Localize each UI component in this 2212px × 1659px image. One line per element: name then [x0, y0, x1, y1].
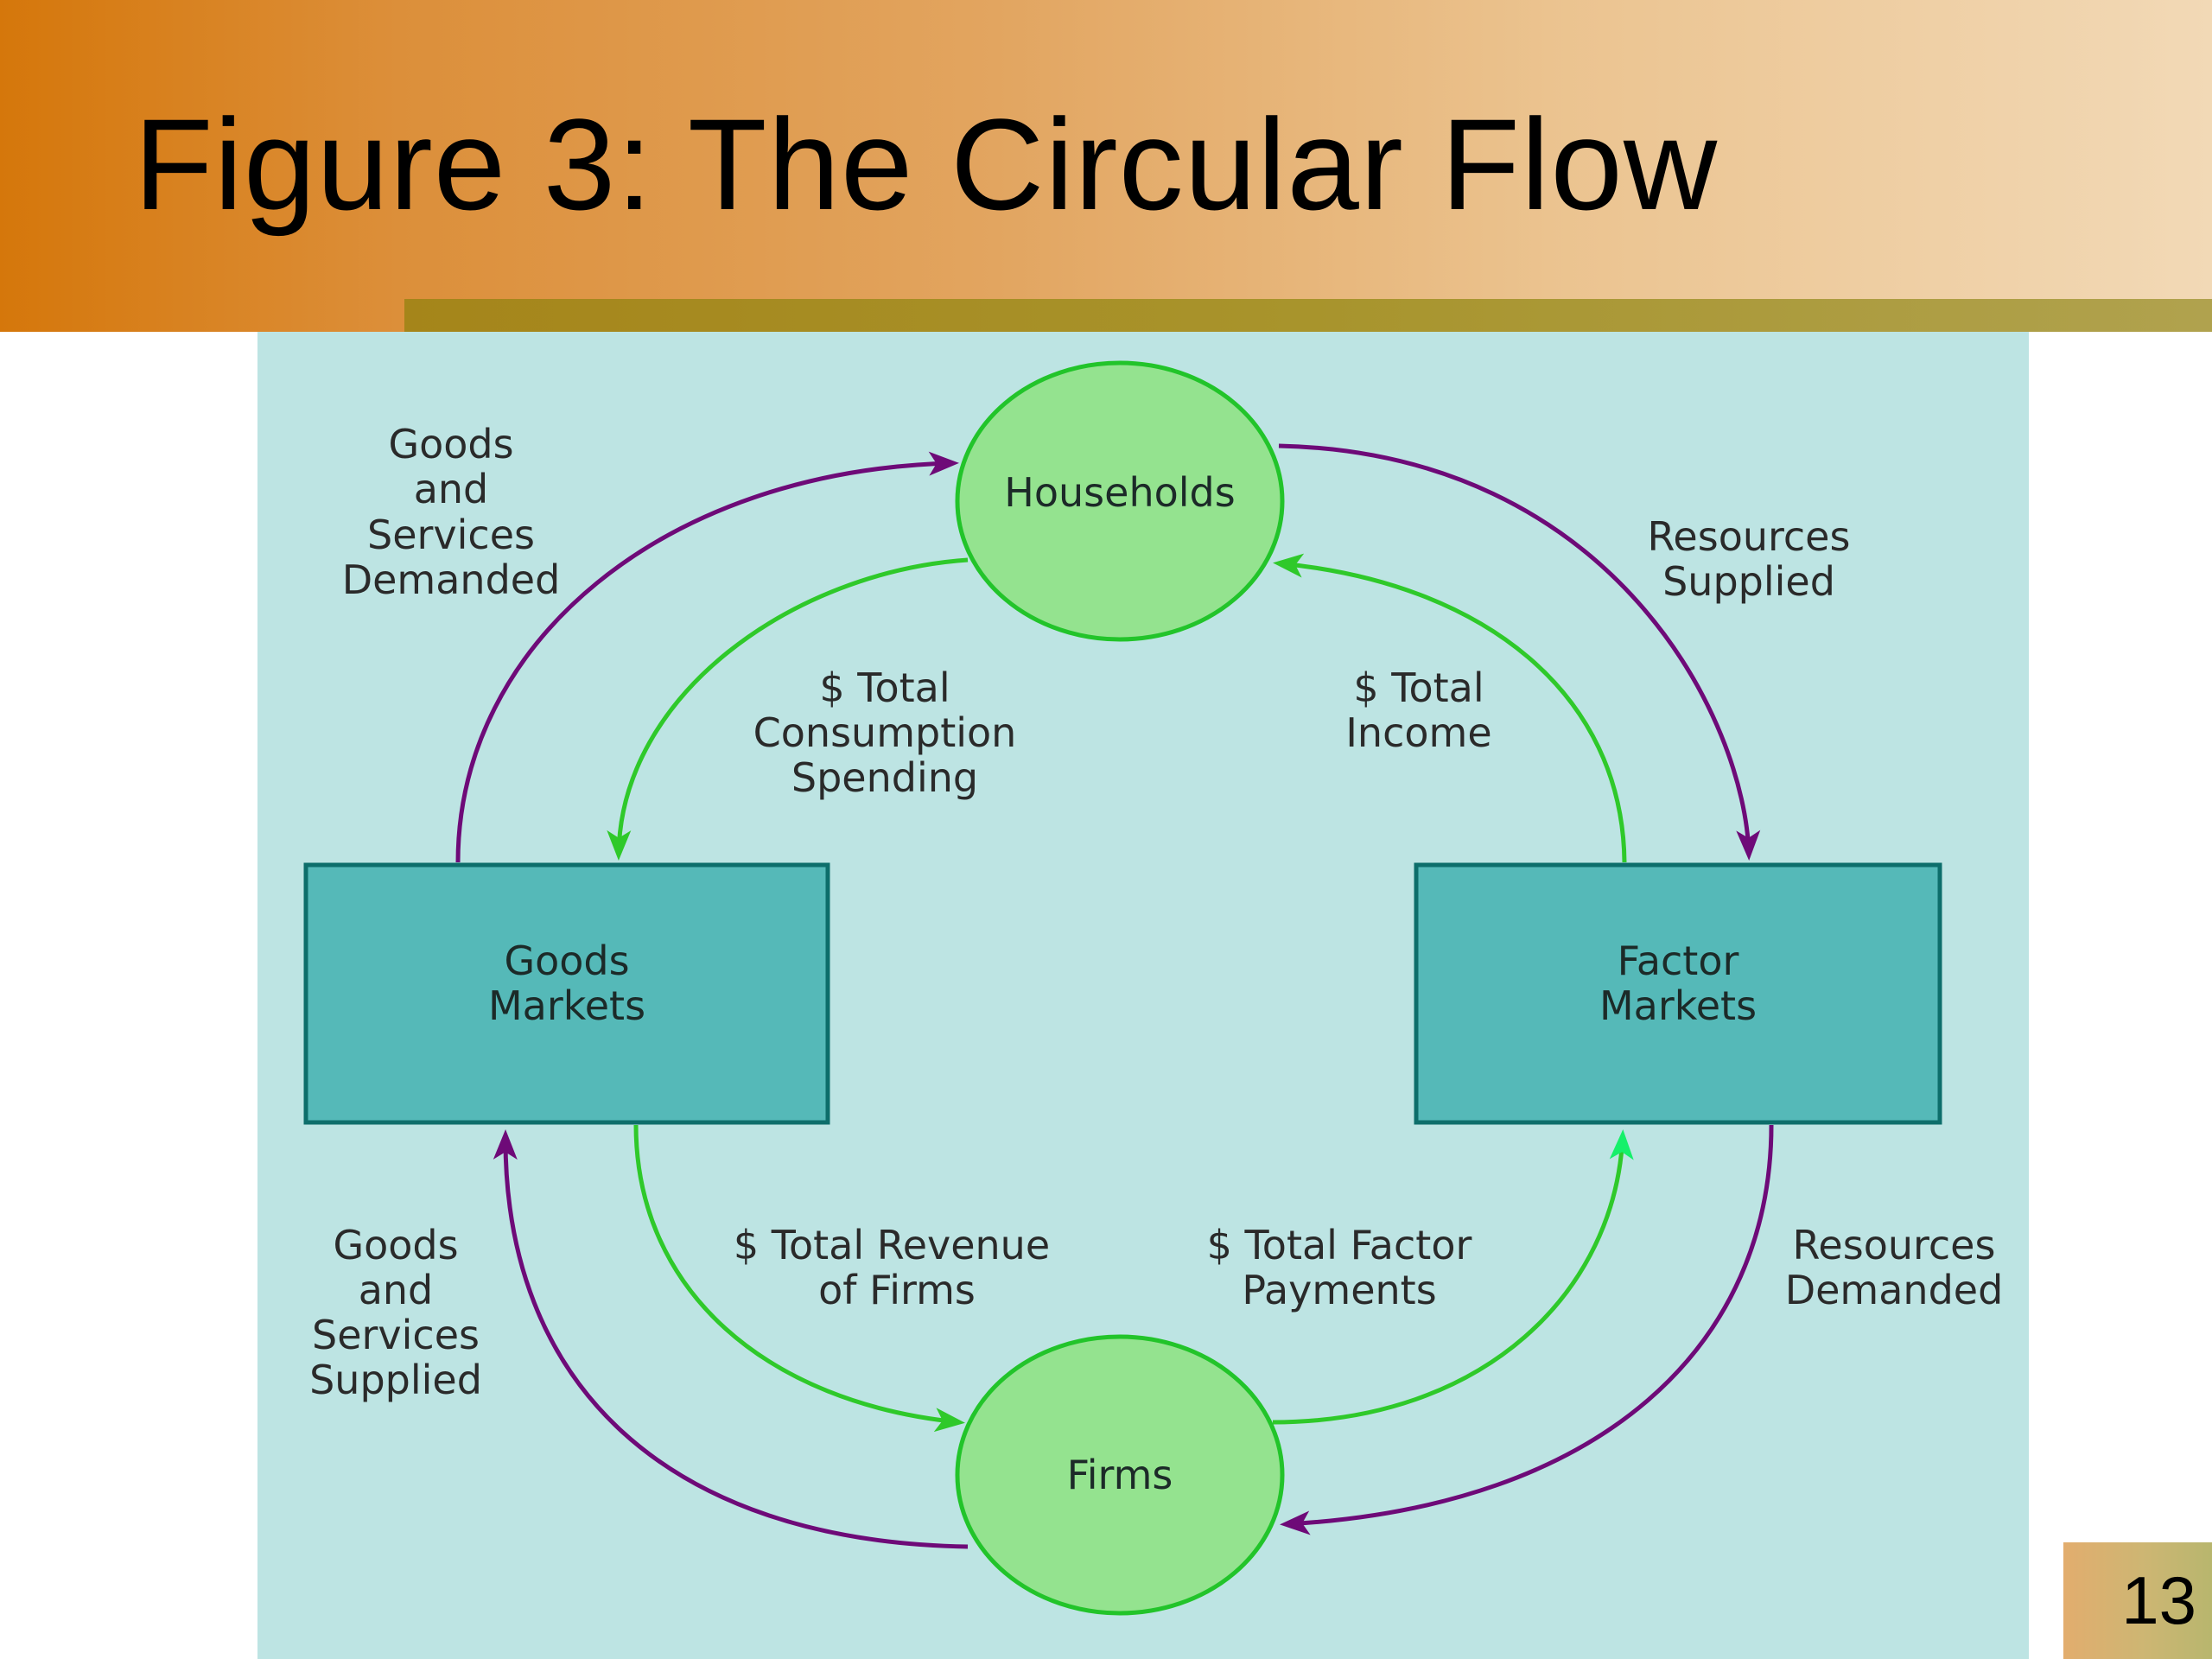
factor-markets-label-line2: Markets — [1599, 982, 1757, 1029]
svg-text:and: and — [359, 1267, 434, 1313]
svg-text:Income: Income — [1345, 709, 1491, 756]
circular-flow-svg: Households Firms Goods Markets Factor Ma… — [303, 360, 2004, 1616]
flow-total-consumption-spending-arrow — [607, 557, 969, 861]
svg-text:Demanded: Demanded — [1785, 1267, 2004, 1313]
svg-text:Payments: Payments — [1242, 1267, 1436, 1313]
svg-text:Goods: Goods — [388, 421, 513, 467]
label-total-revenue-of-firms: $ Total Revenue of Firms — [734, 1222, 1050, 1313]
goods-markets-label-line2: Markets — [488, 982, 645, 1029]
page-number: 13 — [2063, 1542, 2212, 1659]
factor-markets-label-line1: Factor — [1618, 938, 1739, 984]
label-resources-demanded: Resources Demanded — [1785, 1222, 2004, 1313]
header-accent-bar — [404, 299, 2212, 332]
slide-header: Figure 3: The Circular Flow — [0, 0, 2212, 332]
circular-flow-diagram: Households Firms Goods Markets Factor Ma… — [257, 332, 2029, 1659]
svg-text:Goods: Goods — [333, 1222, 458, 1268]
slide-title: Figure 3: The Circular Flow — [134, 92, 1719, 237]
svg-text:Consumption: Consumption — [753, 709, 1017, 756]
flow-resources-supplied-arrow — [1278, 443, 1761, 861]
goods-markets-node: Goods Markets — [303, 862, 830, 1125]
svg-text:$ Total: $ Total — [1353, 664, 1484, 711]
svg-text:Spending: Spending — [791, 754, 978, 801]
factor-markets-node: Factor Markets — [1414, 862, 1942, 1125]
svg-text:Resources: Resources — [1648, 513, 1851, 560]
flow-total-factor-payments-arrow — [1272, 1129, 1634, 1425]
svg-text:of Firms: of Firms — [818, 1267, 976, 1313]
svg-text:Services: Services — [367, 512, 535, 558]
label-goods-services-supplied: Goods and Services Supplied — [309, 1222, 482, 1403]
svg-text:Supplied: Supplied — [1662, 558, 1835, 605]
svg-text:and: and — [414, 466, 489, 512]
svg-text:$ Total: $ Total — [819, 664, 950, 711]
svg-text:Demanded: Demanded — [342, 556, 561, 603]
label-resources-supplied: Resources Supplied — [1648, 513, 1851, 605]
flow-total-revenue-arrow — [633, 1124, 965, 1433]
label-total-factor-payments: $ Total Factor Payments — [1207, 1222, 1472, 1313]
label-goods-services-demanded: Goods and Services Demanded — [342, 421, 561, 603]
firms-label: Firms — [1067, 1452, 1173, 1498]
firms-node: Firms — [955, 1334, 1285, 1616]
flow-goods-services-demanded-arrow — [455, 451, 959, 863]
goods-markets-label-line1: Goods — [504, 938, 629, 984]
svg-text:Resources: Resources — [1793, 1222, 1996, 1268]
label-total-income: $ Total Income — [1345, 664, 1491, 756]
households-label: Households — [1004, 469, 1235, 516]
flow-resources-demanded-arrow — [1280, 1124, 1774, 1535]
svg-text:Services: Services — [312, 1312, 480, 1358]
flow-total-income-arrow — [1273, 553, 1627, 863]
svg-text:$ Total Factor: $ Total Factor — [1207, 1222, 1472, 1268]
label-total-consumption-spending: $ Total Consumption Spending — [753, 664, 1017, 801]
svg-text:$ Total Revenue: $ Total Revenue — [734, 1222, 1050, 1268]
svg-text:Supplied: Supplied — [309, 1357, 482, 1403]
flow-goods-services-supplied-arrow — [493, 1129, 969, 1549]
households-node: Households — [955, 360, 1285, 642]
